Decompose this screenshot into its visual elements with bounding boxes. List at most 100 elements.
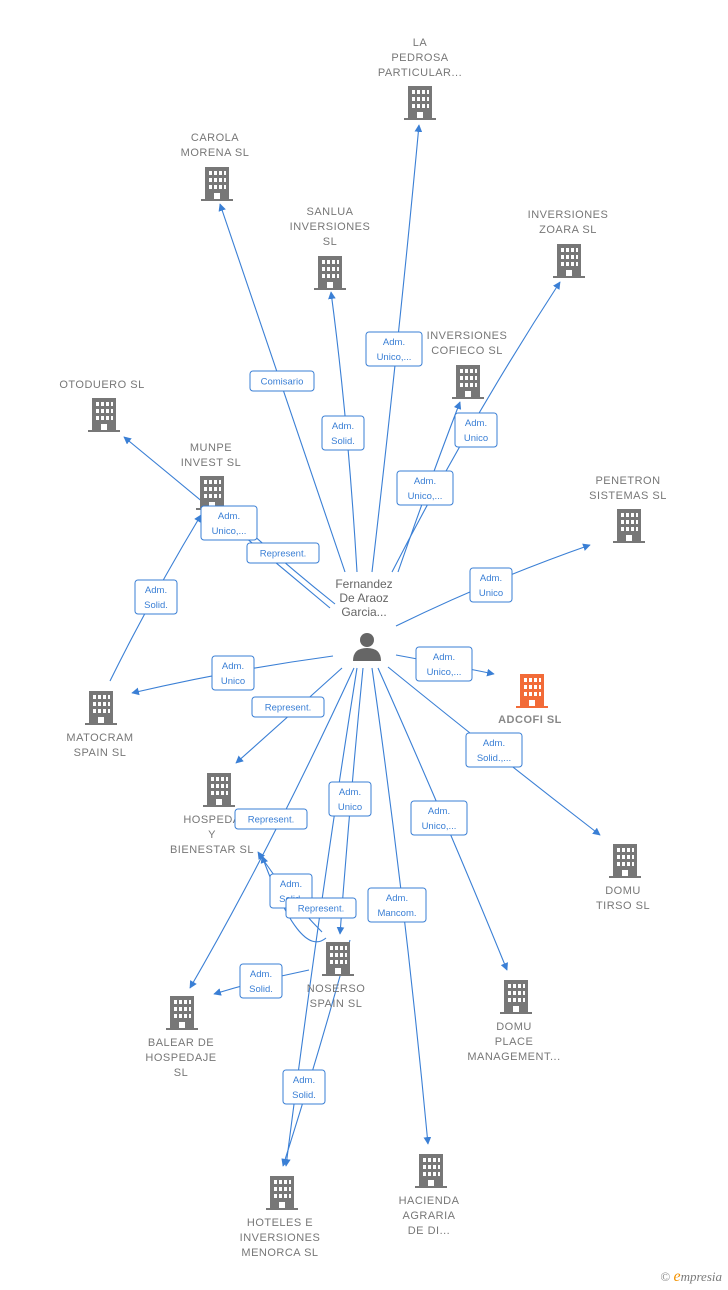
relation-text: Unico bbox=[221, 676, 245, 687]
company-label: INVERSIONES bbox=[528, 209, 609, 221]
relation-box bbox=[415, 646, 473, 682]
relation-box bbox=[469, 567, 513, 603]
relation-text: Unico,... bbox=[212, 526, 247, 537]
building-icon bbox=[314, 256, 346, 290]
relation-label-r-la-pedrosa[interactable]: Adm.Unico,... bbox=[365, 331, 423, 367]
relation-text: Solid. bbox=[249, 984, 273, 995]
company-label: ZOARA SL bbox=[539, 224, 597, 236]
relation-text: Adm. bbox=[339, 787, 361, 798]
relation-text: Mancom. bbox=[377, 908, 416, 919]
building-icon bbox=[613, 509, 645, 543]
relation-box bbox=[211, 655, 255, 691]
relation-label-r-hacienda[interactable]: Adm. Mancom. bbox=[367, 887, 427, 923]
relation-label-r-hospedaje[interactable]: Represent. bbox=[251, 696, 325, 718]
relation-text: Unico,... bbox=[377, 352, 412, 363]
relation-label-r-matocram[interactable]: Adm.Unico bbox=[211, 655, 255, 691]
company-label: AGRARIA bbox=[402, 1210, 455, 1222]
relation-box bbox=[328, 781, 372, 817]
relation-box bbox=[282, 1069, 326, 1105]
relation-label-r-otoduero[interactable]: Adm. Unico,... bbox=[200, 505, 258, 541]
building-icon bbox=[201, 167, 233, 201]
relation-text: Unico bbox=[338, 802, 362, 813]
relation-label-r-munpe[interactable]: Represent. bbox=[246, 542, 320, 564]
relation-text: Adm. bbox=[280, 879, 302, 890]
building-icon bbox=[166, 996, 198, 1030]
relation-text: Unico,... bbox=[422, 821, 457, 832]
relation-text: Represent. bbox=[265, 703, 311, 714]
relation-text: Adm. bbox=[332, 421, 354, 432]
company-label: HOSPEDAJE bbox=[145, 1052, 216, 1064]
company-label: SPAIN SL bbox=[310, 998, 363, 1010]
company-node-penetron[interactable]: PENETRON SISTEMAS SL bbox=[589, 475, 667, 543]
building-icon bbox=[500, 980, 532, 1014]
relation-label-r-carola[interactable]: Comisario bbox=[249, 370, 315, 392]
building-icon bbox=[553, 244, 585, 278]
company-label: COFIECO SL bbox=[431, 345, 503, 357]
company-node-la-pedrosa[interactable]: LAPEDROSAPARTICULAR... bbox=[378, 37, 462, 120]
relation-box bbox=[134, 579, 178, 615]
relation-box bbox=[321, 415, 365, 451]
relation-text: Unico,... bbox=[427, 667, 462, 678]
relation-label-r-hoteles[interactable]: Adm. Solid. bbox=[282, 1069, 326, 1105]
building-icon bbox=[322, 942, 354, 976]
brand-logo-text: mpresia bbox=[680, 1269, 722, 1284]
relation-label-r-domu-tirso[interactable]: Adm.Solid.,... bbox=[465, 732, 523, 768]
relation-text: Adm. bbox=[293, 1075, 315, 1086]
relation-label-r-penetron[interactable]: Adm.Unico bbox=[469, 567, 513, 603]
company-label: SANLUA bbox=[306, 206, 353, 218]
relation-box bbox=[410, 800, 468, 836]
relation-label-r-zoara[interactable]: Adm.Unico bbox=[454, 412, 498, 448]
relation-label-r-matocram-munpe[interactable]: Adm.Solid. bbox=[134, 579, 178, 615]
company-node-inversiones-zoara[interactable]: INVERSIONES ZOARA SL bbox=[528, 209, 609, 278]
relation-label-r-cofieco[interactable]: Adm.Unico,... bbox=[396, 470, 454, 506]
relation-text: Solid.,... bbox=[477, 753, 511, 764]
relation-text: Solid. bbox=[292, 1090, 316, 1101]
company-node-adcofi[interactable]: ADCOFI SL bbox=[498, 674, 562, 726]
company-label: Y bbox=[208, 829, 216, 841]
relation-box bbox=[234, 808, 308, 830]
relation-text: Adm. bbox=[428, 806, 450, 817]
company-node-domu-place[interactable]: DOMUPLACEMANAGEMENT... bbox=[467, 980, 560, 1063]
relation-box bbox=[465, 732, 523, 768]
relation-label-r-sanlua[interactable]: Adm.Solid. bbox=[321, 415, 365, 451]
company-label: TIRSO SL bbox=[596, 900, 650, 912]
relation-label-r-noserso-balear[interactable]: Adm.Solid. bbox=[239, 963, 283, 999]
person-name: De Araoz bbox=[339, 591, 388, 605]
relation-label-r-noserso-hosp-b[interactable]: Represent. bbox=[285, 897, 357, 919]
building-icon bbox=[609, 844, 641, 878]
company-label: SISTEMAS SL bbox=[589, 490, 667, 502]
relation-label-r-balear[interactable]: Represent. bbox=[234, 808, 308, 830]
company-label: MATOCRAM bbox=[66, 732, 133, 744]
relation-box bbox=[454, 412, 498, 448]
relation-label-r-adcofi[interactable]: Adm.Unico,... bbox=[415, 646, 473, 682]
company-node-otoduero[interactable]: OTODUERO SL bbox=[59, 379, 144, 432]
relation-text: Adm. bbox=[480, 573, 502, 584]
company-label: MANAGEMENT... bbox=[467, 1051, 560, 1063]
company-label: HACIENDA bbox=[399, 1195, 460, 1207]
person-name: Fernandez bbox=[335, 577, 392, 591]
relation-text: Adm. bbox=[218, 511, 240, 522]
company-label: PENETRON bbox=[595, 475, 660, 487]
relation-box bbox=[367, 887, 427, 923]
relation-text: Represent. bbox=[298, 904, 344, 915]
building-icon bbox=[85, 691, 117, 725]
relation-label-r-domu-place[interactable]: Adm. Unico,... bbox=[410, 800, 468, 836]
company-label: HOSPEDA bbox=[183, 814, 240, 826]
relation-label-r-noserso[interactable]: Adm. Unico bbox=[328, 781, 372, 817]
relation-text: Adm. bbox=[386, 893, 408, 904]
relation-text: Solid. bbox=[144, 600, 168, 611]
building-icon bbox=[404, 86, 436, 120]
